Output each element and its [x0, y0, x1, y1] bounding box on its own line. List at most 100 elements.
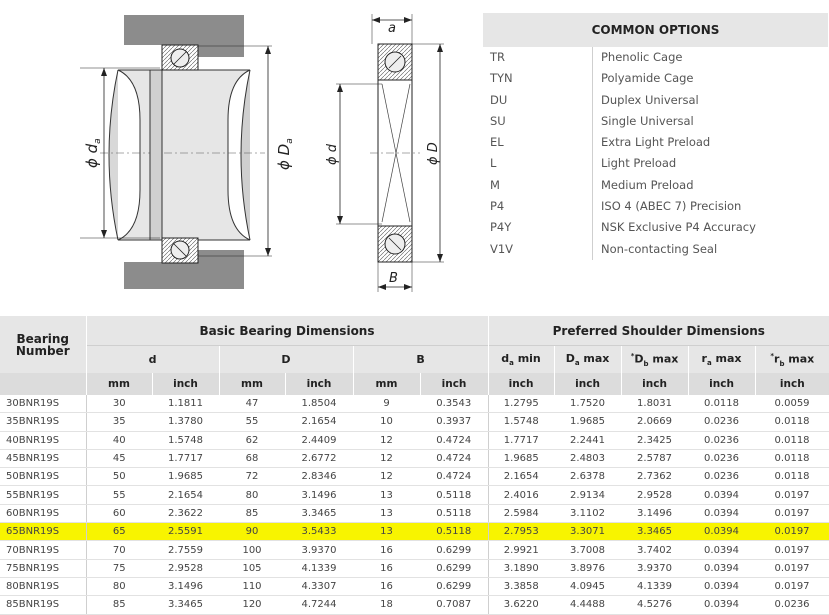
table-cell: 18 [353, 595, 420, 615]
table-cell: 2.7953 [487, 522, 555, 542]
bearing-spec-table: Bearing Number Basic Bearing Dimensions … [0, 316, 829, 615]
unit-cell: mm [85, 373, 152, 395]
unit-cell: inch [620, 373, 689, 395]
table-cell: 110 [219, 577, 285, 597]
unit-cell: mm [218, 373, 285, 395]
table-cell: 16 [353, 559, 420, 578]
table-cell: 0.5118 [420, 485, 489, 505]
table-cell: 1.8504 [285, 395, 353, 414]
table-cell: 13 [353, 504, 420, 524]
header-bearing-number: Bearing Number [0, 316, 86, 373]
table-cell: 1.7717 [152, 449, 219, 469]
table-cell: 2.3425 [621, 431, 689, 450]
table-cell: 0.5118 [420, 504, 489, 524]
table-cell: 65 [85, 522, 152, 542]
option-description: Phenolic Cage [601, 50, 683, 64]
table-cell: 10 [353, 412, 420, 432]
table-cell: 2.9528 [152, 559, 219, 578]
table-cell: 2.0669 [621, 412, 689, 432]
unit-cell: inch [754, 373, 829, 395]
common-options-title: COMMON OPTIONS [483, 13, 828, 47]
option-description: Polyamide Cage [601, 71, 694, 86]
header-Da-max: Da max [553, 345, 622, 373]
table-cell: 0.3543 [420, 395, 489, 414]
table-cell: 0.0118 [755, 467, 829, 487]
header-da-min: da min [487, 345, 555, 373]
bearing-number-cell: 40BNR19S [0, 431, 86, 450]
option-row: SU Single Universal [483, 110, 828, 133]
table-cell: 0.0394 [688, 504, 756, 524]
table-cell: 3.9370 [285, 540, 353, 560]
option-code: P4 [483, 196, 593, 218]
table-cell: 2.9134 [554, 485, 622, 505]
option-code: SU [483, 110, 593, 133]
table-cell: 90 [219, 522, 285, 542]
table-cell: 2.1654 [487, 467, 555, 487]
table-cell: 85 [219, 504, 285, 524]
table-cell: 70 [85, 540, 152, 560]
table-cell: 1.8031 [621, 395, 689, 414]
table-cell: 60 [85, 504, 152, 524]
table-cell: 3.8976 [554, 559, 622, 578]
label-a: a [388, 21, 396, 36]
header-d: d [85, 345, 219, 373]
bearing-number-cell: 65BNR19S [0, 522, 86, 542]
table-cell: 0.0197 [755, 540, 829, 560]
bearing-number-cell: 45BNR19S [0, 449, 86, 469]
table-cell: 1.1811 [152, 395, 219, 414]
table-cell: 0.0394 [688, 595, 756, 615]
unit-cell: inch [151, 373, 219, 395]
option-description: Non-contacting Seal [601, 241, 718, 256]
header-basic-dimensions: Basic Bearing Dimensions [85, 316, 489, 346]
option-description: Extra Light Preload [601, 135, 711, 150]
table-cell: 0.0236 [688, 467, 756, 487]
table-cell: 0.0197 [755, 485, 829, 505]
table-cell: 1.5748 [152, 431, 219, 450]
table-cell: 45 [85, 449, 152, 469]
table-cell: 0.0394 [688, 522, 756, 542]
table-cell: 0.6299 [420, 577, 489, 597]
table-cell: 3.1496 [152, 577, 219, 597]
option-description: Light Preload [601, 156, 677, 171]
option-code: TR [483, 47, 593, 69]
table-cell: 0.4724 [420, 467, 489, 487]
table-cell: 13 [353, 485, 420, 505]
table-cell: 0.0118 [755, 412, 829, 432]
table-cell: 68 [219, 449, 285, 469]
table-cell: 4.3307 [285, 577, 353, 597]
table-cell: 1.2795 [487, 395, 555, 414]
table-cell: 1.9685 [554, 412, 622, 432]
table-cell: 0.0118 [755, 449, 829, 469]
table-cell: 30 [85, 395, 152, 414]
table-cell: 0.0236 [688, 431, 756, 450]
table-cell: 0.0394 [688, 485, 756, 505]
table-cell: 3.7402 [621, 540, 689, 560]
bearing-number-cell: 60BNR19S [0, 504, 86, 524]
table-cell: 2.5591 [152, 522, 219, 542]
option-description: Duplex Universal [601, 92, 699, 107]
table-cell: 0.4724 [420, 431, 489, 450]
table-cell: 0.0236 [688, 449, 756, 469]
table-cell: 4.1339 [621, 577, 689, 597]
table-cell: 0.6299 [420, 559, 489, 578]
option-description: Single Universal [601, 113, 694, 128]
table-cell: 3.9370 [621, 559, 689, 578]
table-cell: 2.5787 [621, 449, 689, 469]
table-cell: 75 [85, 559, 152, 578]
table-cell: 0.4724 [420, 449, 489, 469]
table-cell: 2.8346 [285, 467, 353, 487]
table-cell: 4.0945 [554, 577, 622, 597]
bearing-number-cell: 75BNR19S [0, 559, 86, 578]
label-B: B [389, 271, 398, 286]
